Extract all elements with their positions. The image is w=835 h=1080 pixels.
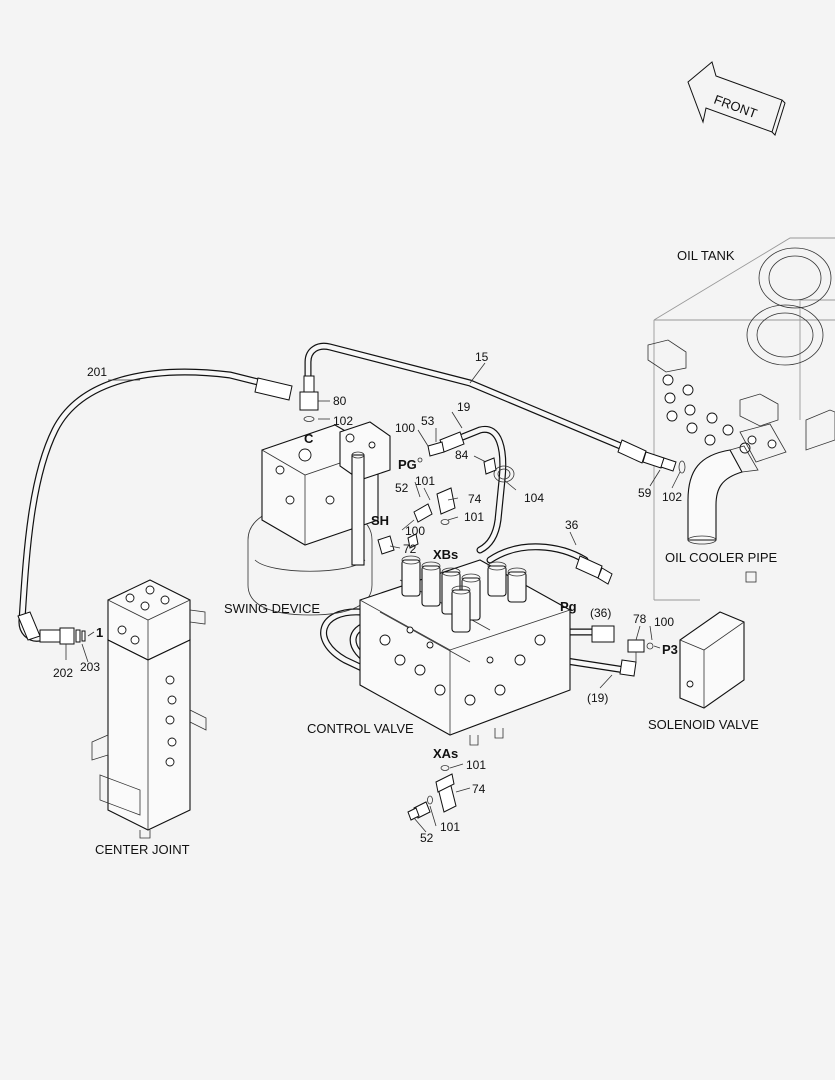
part-number: 74	[468, 492, 482, 506]
part-number: 59	[638, 486, 652, 500]
part-number: 53	[421, 414, 435, 428]
part-number: 1	[96, 625, 103, 640]
part-number: 52	[420, 831, 434, 845]
center-joint-drawing	[91, 579, 207, 839]
part-number: 102	[662, 490, 682, 504]
port-xbs-label: XBs	[433, 547, 458, 562]
xbs-sh-pg-fittings	[377, 441, 497, 555]
part-number: 202	[53, 666, 73, 680]
solenoid-valve-label: SOLENOID VALVE	[648, 717, 759, 732]
hose-19-upper	[439, 425, 515, 554]
part-number: 36	[565, 518, 579, 532]
part-number-callouts: 201 15 80 102 19 53 100 84 101 74 52 101…	[53, 350, 682, 845]
port-p3-label: P3	[662, 642, 678, 657]
front-arrow-label: FRONT	[712, 92, 759, 121]
leader-lines	[65, 362, 681, 833]
part-number: 100	[405, 524, 425, 538]
part-number: 203	[80, 660, 100, 674]
hose-15	[304, 342, 686, 474]
part-number: 80	[333, 394, 347, 408]
port-c-label: C	[304, 431, 314, 446]
oil-cooler-pipe-label: OIL COOLER PIPE	[665, 550, 778, 565]
oil-tank-drawing	[647, 237, 835, 601]
part-number: 15	[475, 350, 489, 364]
part-number: 101	[440, 820, 460, 834]
port-pg-lower-label: Pg	[560, 599, 577, 614]
part-number: 100	[395, 421, 415, 435]
port-xas-label: XAs	[433, 746, 458, 761]
front-arrow: FRONT	[687, 61, 786, 136]
component-captions: OIL TANK OIL COOLER PIPE SWING DEVICE CO…	[95, 248, 778, 857]
port-labels: C PG SH XBs Pg P3 XAs	[304, 431, 678, 761]
part-number: 78	[633, 612, 647, 626]
solenoid-valve-drawing	[679, 611, 745, 709]
part-number: 72	[403, 542, 417, 556]
swing-device-label: SWING DEVICE	[224, 601, 320, 616]
part-number: 102	[333, 414, 353, 428]
part-number: 101	[466, 758, 486, 772]
swing-device-drawing	[247, 375, 391, 616]
oil-tank-label: OIL TANK	[677, 248, 735, 263]
center-joint-label: CENTER JOINT	[95, 842, 190, 857]
part-number: 201	[87, 365, 107, 379]
control-valve-label: CONTROL VALVE	[307, 721, 414, 736]
part-number: 19	[457, 400, 471, 414]
port-sh-label: SH	[371, 513, 389, 528]
part-number: 52	[395, 481, 409, 495]
part-number: 100	[654, 615, 674, 629]
port-pg-upper-label: PG	[398, 457, 417, 472]
control-valve-drawing	[359, 555, 571, 746]
hose-36	[486, 543, 613, 585]
part-number: 84	[455, 448, 469, 462]
oil-cooler-pipe-drawing	[687, 423, 787, 545]
part-number: 74	[472, 782, 486, 796]
xas-fittings	[407, 765, 457, 821]
part-number: 101	[415, 474, 435, 488]
part-number: (19)	[587, 691, 608, 705]
part-number: 101	[464, 510, 484, 524]
part-number: 104	[524, 491, 544, 505]
part-number: (36)	[590, 606, 611, 620]
hose-201	[17, 368, 293, 645]
